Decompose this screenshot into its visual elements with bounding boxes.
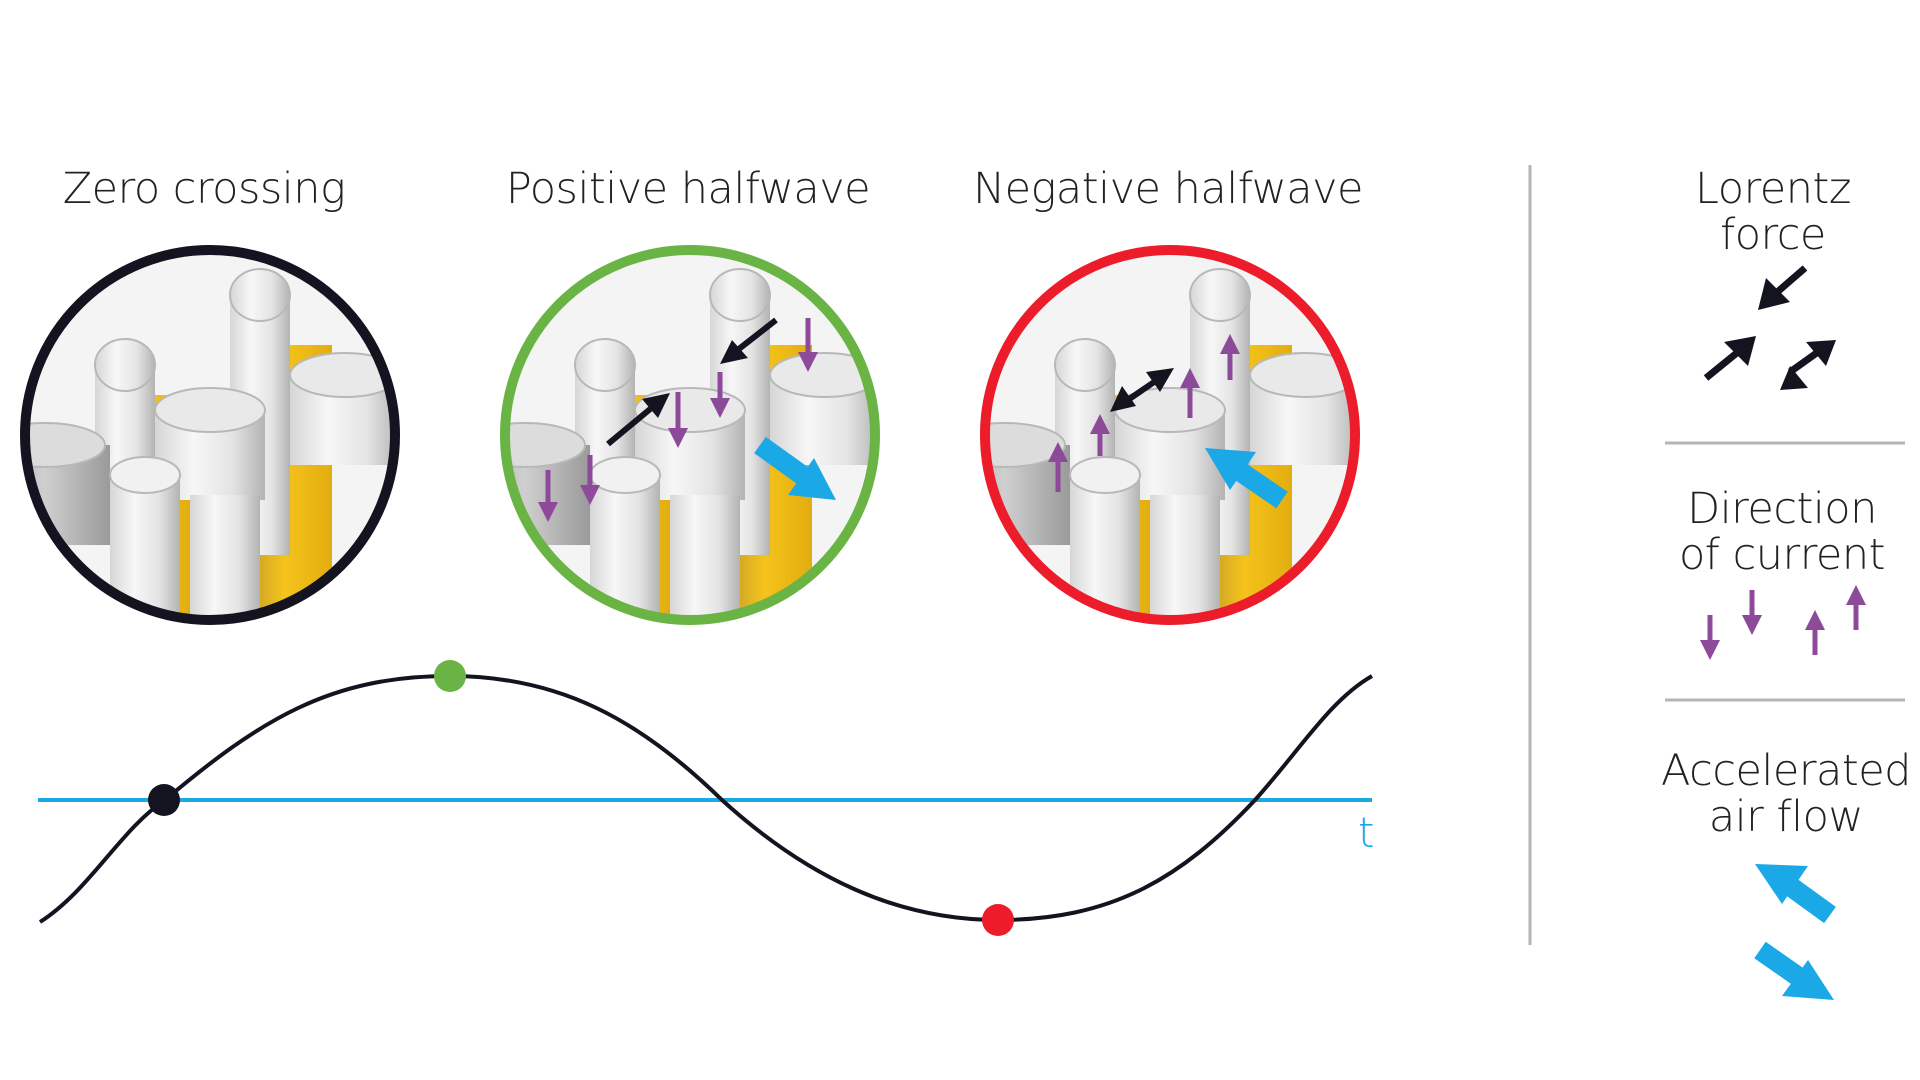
airflow-arrow-positive (754, 436, 836, 500)
airflow-legend-icons (1754, 864, 1836, 1000)
current-legend-label: Direction of current (1679, 484, 1886, 580)
airflow-legend-line1: Accelerated (1661, 746, 1911, 796)
positive-halfwave-title: Positive halfwave (505, 164, 871, 214)
current-arrows-negative (1048, 334, 1240, 492)
current-arrows-positive (538, 318, 818, 522)
lorentz-arrows-negative (1110, 368, 1174, 412)
lorentz-legend-line2: force (1720, 210, 1826, 260)
positive-halfwave-ring (500, 245, 880, 625)
negative-halfwave-panel (980, 245, 1360, 625)
time-axis-label: t (1358, 808, 1375, 857)
negative-halfwave-title: Negative halfwave (972, 164, 1364, 214)
current-legend-line1: Direction (1687, 484, 1877, 534)
zero-crossing-ring (20, 245, 400, 625)
airflow-legend-line2: air flow (1708, 792, 1864, 842)
zero-crossing-marker (148, 784, 180, 816)
airflow-legend-label: Accelerated air flow (1661, 748, 1911, 840)
lorentz-arrows-positive (606, 317, 778, 447)
lorentz-legend-icons (1703, 265, 1836, 390)
sine-wave (38, 673, 1373, 924)
current-legend-icons (1700, 585, 1866, 660)
lorentz-legend-label: Lorentz force (1695, 166, 1851, 258)
current-legend-line2: of current (1679, 530, 1886, 580)
negative-peak-marker (982, 904, 1014, 936)
zero-crossing-title: Zero crossing (62, 164, 346, 214)
positive-halfwave-panel (500, 245, 880, 625)
positive-peak-marker (434, 660, 466, 692)
lorentz-legend-line1: Lorentz (1695, 164, 1851, 214)
zero-crossing-panel (20, 245, 400, 625)
waveform-graph (38, 660, 1373, 936)
airflow-arrow-negative (1205, 448, 1288, 509)
negative-halfwave-ring (980, 245, 1360, 625)
